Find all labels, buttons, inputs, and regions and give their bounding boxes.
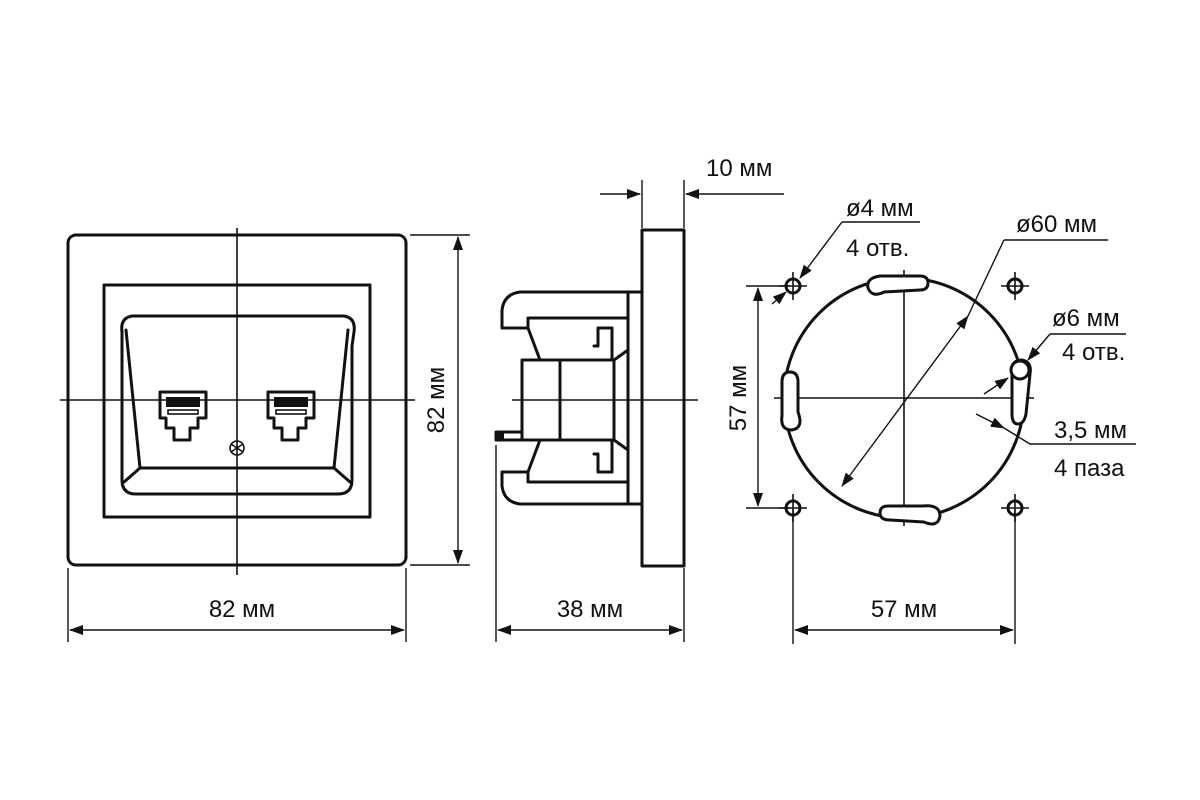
- slot-width-arrow-top: [983, 377, 1009, 395]
- hole-top-right: [1001, 272, 1029, 300]
- back-view: ø60 мм ø4 мм 4 отв. ø6 мм 4 отв. 3,5 мм …: [725, 195, 1136, 644]
- large-hole-leader: [1027, 333, 1051, 361]
- socket-edge-left: [122, 466, 142, 484]
- diameter-dimension-line: [841, 315, 969, 487]
- frame-thickness-label: 10 мм: [706, 155, 772, 182]
- slot-top: [866, 274, 930, 296]
- socket-edge-right: [332, 466, 352, 484]
- horizontal-spacing-label: 57 мм: [871, 596, 937, 623]
- side-top-clip: [500, 290, 630, 330]
- width-label: 82 мм: [209, 596, 275, 623]
- side-mechanism-top: [526, 326, 614, 362]
- small-hole-leader: [799, 221, 843, 279]
- small-hole-count-label: 4 отв.: [846, 235, 909, 262]
- front-view: 82 мм 82 мм: [60, 228, 470, 642]
- slot-width-arrow-bottom: [975, 413, 1005, 429]
- circle-diameter-label: ø60 мм: [1016, 211, 1097, 238]
- vertical-spacing-label: 57 мм: [725, 365, 752, 431]
- slot-left: [780, 370, 802, 432]
- slot-bottom: [878, 504, 942, 526]
- height-label: 82 мм: [423, 367, 450, 433]
- large-hole-diameter-label: ø6 мм: [1052, 305, 1120, 332]
- large-hole-count-label: 4 отв.: [1062, 339, 1125, 366]
- depth-label: 38 мм: [557, 596, 623, 623]
- slot-right: [1009, 358, 1032, 426]
- side-bottom-clip: [500, 470, 630, 506]
- side-view: 38 мм 10 мм: [494, 155, 784, 642]
- slot-width-label: 3,5 мм: [1054, 417, 1127, 444]
- side-frame-plate: [640, 228, 686, 568]
- slot-count-label: 4 паза: [1054, 455, 1125, 482]
- side-mechanism-bottom: [526, 438, 614, 474]
- small-hole-diameter-label: ø4 мм: [846, 195, 914, 222]
- side-mount-plate: [626, 290, 644, 506]
- rj45-port-left: [158, 390, 208, 442]
- socket-body: [120, 314, 356, 496]
- rj45-port-right: [266, 390, 316, 442]
